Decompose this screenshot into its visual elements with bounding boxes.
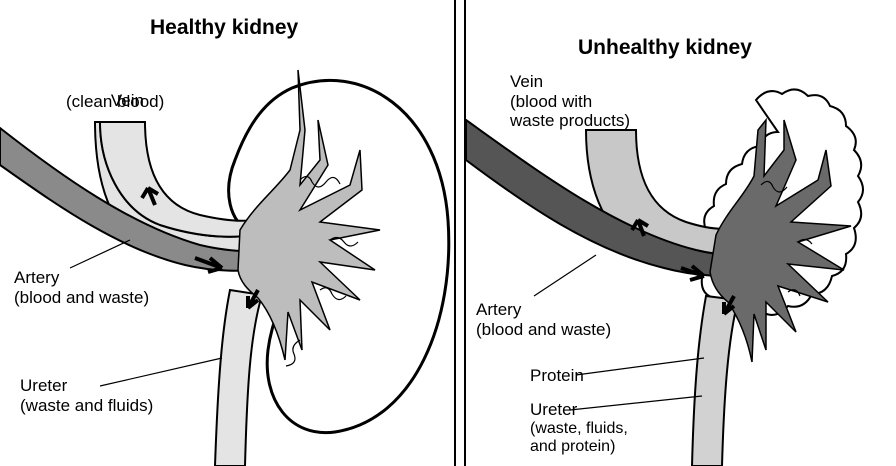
- unhealthy-vein-name: Vein: [510, 72, 543, 91]
- healthy-title: Healthy kidney: [150, 16, 298, 40]
- unhealthy-protein-name: Protein: [530, 366, 584, 385]
- healthy-kidney-panel: Healthy kidney Vein (clean blood) Artery…: [0, 0, 456, 466]
- healthy-ureter-shape: [215, 290, 262, 466]
- unhealthy-ureter-desc: (waste, fluids, and protein): [530, 420, 628, 456]
- unhealthy-ureter-name: Ureter: [530, 400, 577, 419]
- unhealthy-kidney-panel: Unhealthy kidney Vein (blood with waste …: [464, 0, 896, 466]
- unhealthy-ureter-shape: [692, 296, 738, 466]
- unhealthy-vein-desc: (blood with waste products): [510, 92, 630, 130]
- healthy-vein-desc: (clean blood): [66, 92, 164, 111]
- healthy-artery-desc: (blood and waste): [14, 288, 149, 307]
- healthy-ureter-desc: (waste and fluids): [20, 396, 153, 415]
- healthy-artery-name: Artery: [14, 268, 59, 287]
- unhealthy-title: Unhealthy kidney: [578, 36, 752, 60]
- healthy-ureter-name: Ureter: [20, 376, 67, 395]
- unhealthy-artery-name: Artery: [476, 300, 521, 319]
- unhealthy-kidney-illustration: [466, 0, 896, 466]
- unhealthy-artery-desc: (blood and waste): [476, 320, 611, 339]
